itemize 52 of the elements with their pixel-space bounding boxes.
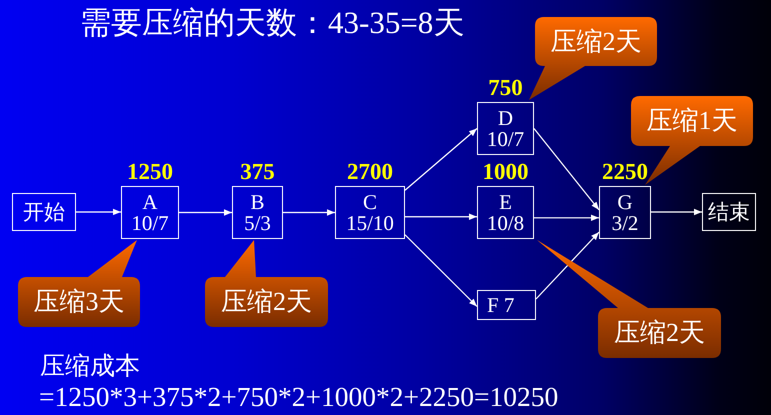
activity-name: E (499, 192, 512, 212)
cost-label: 750 (488, 76, 523, 99)
arrow (405, 214, 477, 220)
arrow (179, 209, 232, 216)
callout-bubble (205, 240, 328, 327)
cost-label: 1000 (482, 160, 528, 183)
duration-label: 10/7 (486, 128, 524, 150)
arrow (283, 209, 335, 216)
callout-text: 压缩2天 (550, 28, 642, 54)
end-label: 结束 (708, 202, 750, 222)
start-box (12, 193, 76, 231)
activity-box (232, 186, 283, 239)
cost-label: 1250 (127, 160, 173, 183)
arrow (534, 214, 599, 221)
callout-text: 压缩1天 (646, 108, 738, 134)
arrow (536, 232, 600, 300)
callout-text: 压缩2天 (221, 289, 312, 315)
start-label: 开始 (23, 202, 65, 222)
callout-bubble (18, 240, 140, 327)
cost-label: 375 (240, 160, 275, 183)
arrow (534, 128, 600, 210)
duration-label: 10/7 (131, 212, 169, 234)
duration-label: 10/8 (486, 212, 524, 234)
arrow (404, 234, 478, 307)
duration-label: 5/3 (244, 212, 271, 234)
duration-label: 3/2 (612, 212, 638, 234)
callout-text: 压缩3天 (34, 289, 124, 315)
activity-name: G (617, 192, 633, 212)
activity-box (121, 186, 179, 239)
activity-label: F 7 (487, 294, 514, 316)
callout-bubble (537, 240, 721, 358)
activity-box (477, 102, 534, 155)
cost-formula: =1250*3+375*2+750*2+1000*2+2250=10250 (39, 382, 558, 412)
callout-text: 压缩2天 (614, 320, 705, 346)
activity-name: D (498, 108, 514, 128)
activity-box (477, 186, 534, 239)
arrow (404, 128, 478, 191)
title: 需要压缩的天数：43-35=8天 (80, 5, 464, 41)
cost-label: 2700 (347, 160, 393, 183)
cost-heading: 压缩成本 (40, 353, 140, 380)
cost-label: 2250 (602, 160, 648, 183)
activity-box (477, 290, 536, 320)
activity-box (599, 186, 651, 239)
callout-bubble (529, 17, 657, 100)
duration-label: 15/10 (346, 212, 394, 234)
arrow (651, 208, 702, 216)
activity-name: A (142, 192, 158, 212)
activity-name: B (250, 192, 264, 212)
activity-name: C (362, 192, 377, 212)
end-box (702, 193, 756, 231)
activity-box (335, 186, 405, 239)
arrow (76, 208, 121, 216)
